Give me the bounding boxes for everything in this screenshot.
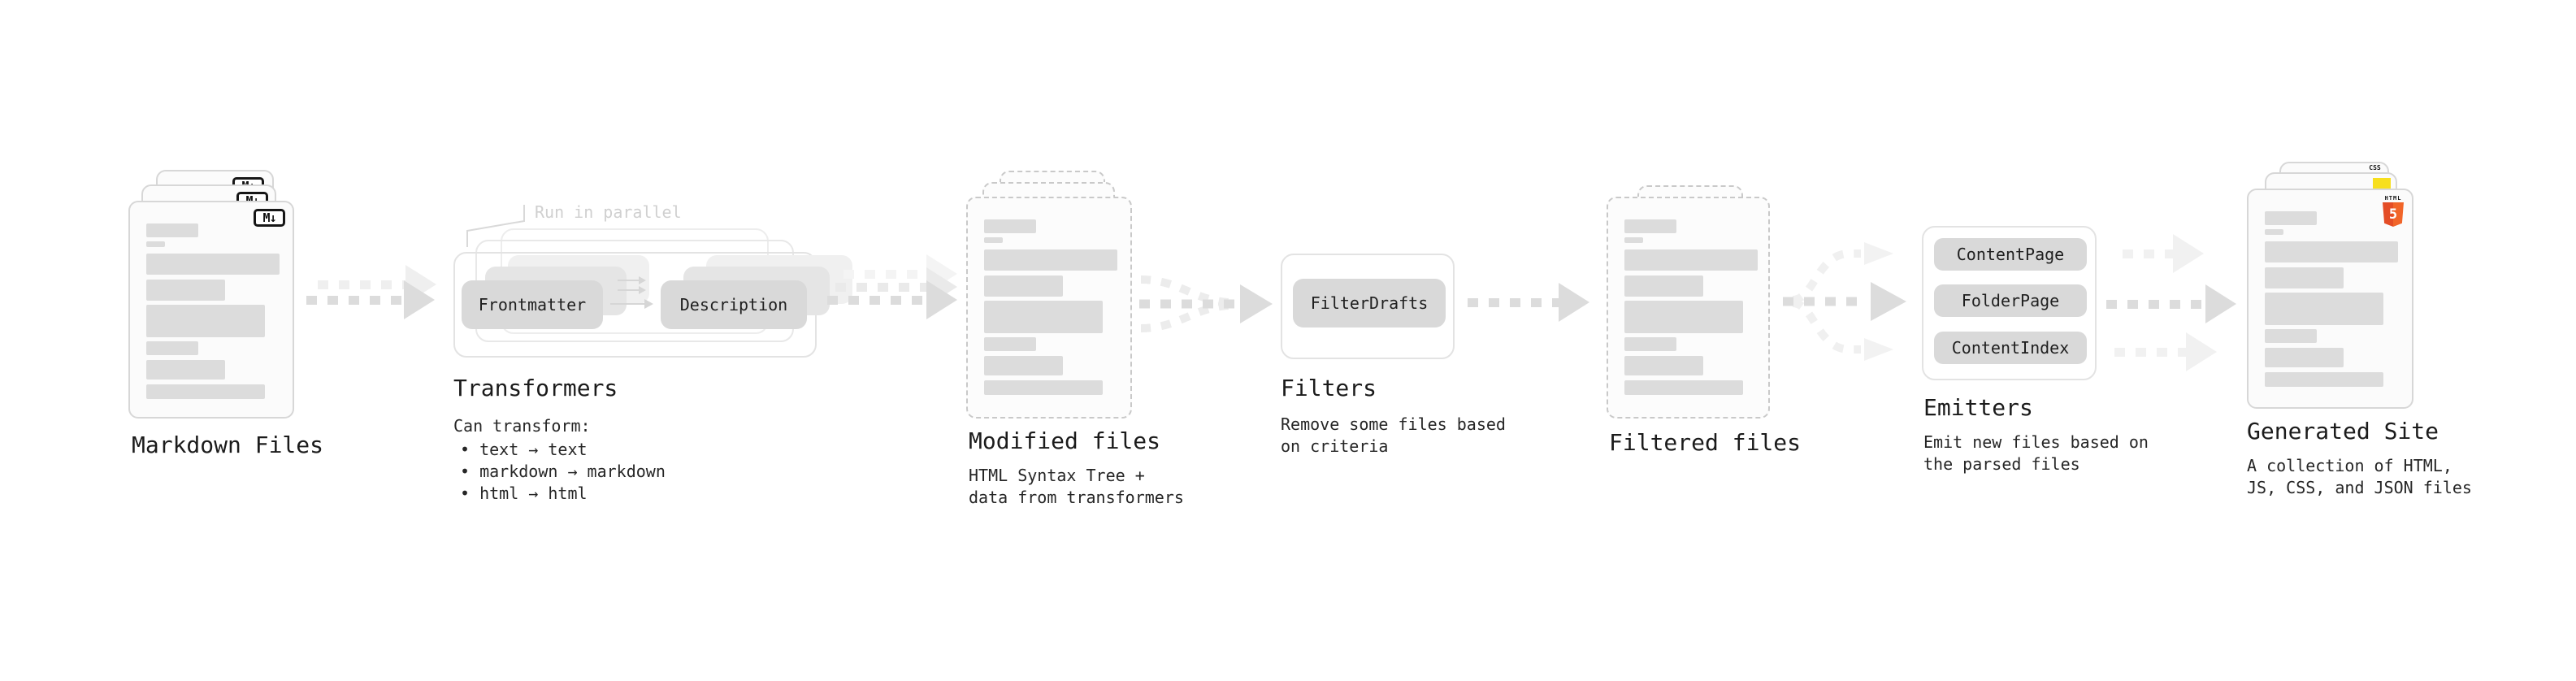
arrow-transformers-to-modified <box>827 280 957 319</box>
arrow-emitters-to-site-middle <box>2106 284 2236 323</box>
css-icon-label: CSS <box>2369 164 2381 171</box>
html5-icon: HTML 5 <box>2383 195 2404 227</box>
stage-title-transformers: Transformers <box>453 375 618 401</box>
description-chip: Description <box>661 280 807 329</box>
text-line-placeholder <box>2265 329 2317 343</box>
filters-subtitle: Remove some files based on criteria <box>1281 414 1506 458</box>
markdown-icon: M↓ <box>254 209 285 227</box>
text-line-placeholder <box>1624 380 1743 395</box>
document-front: M↓ <box>128 201 294 419</box>
text-line-placeholder <box>1624 237 1643 243</box>
text-line-placeholder <box>2265 348 2344 367</box>
stage-title-filters: Filters <box>1281 375 1377 401</box>
bullet-item: • text → text <box>460 440 588 459</box>
document-front <box>1607 197 1770 419</box>
text-line-placeholder <box>1624 356 1703 375</box>
transform-mini-arrows <box>610 276 653 309</box>
text-line-placeholder <box>2265 293 2383 325</box>
text-line-placeholder <box>2265 229 2283 235</box>
text-line-placeholder <box>984 301 1103 333</box>
text-line-placeholder <box>1624 275 1703 297</box>
subtitle-line: JS, CSS, and JSON files <box>2247 478 2472 497</box>
text-line-placeholder <box>1624 337 1676 351</box>
document-content-placeholder <box>2265 211 2398 387</box>
arrow-emitters-to-site-bottom <box>2114 332 2217 371</box>
text-line-placeholder <box>1624 219 1676 233</box>
text-line-placeholder <box>146 384 265 399</box>
text-line-placeholder <box>1624 301 1743 333</box>
text-line-placeholder <box>146 360 225 380</box>
arrow-filters-to-filtered <box>1468 283 1589 322</box>
text-line-placeholder <box>984 356 1063 375</box>
frontmatter-chip: Frontmatter <box>462 280 603 329</box>
arrow-emitters-to-site-top <box>2123 234 2204 273</box>
arrow-filtered-to-emitters <box>1783 242 1906 361</box>
html5-icon-numeral: 5 <box>2388 206 2398 223</box>
text-line-placeholder <box>984 237 1003 243</box>
filterdrafts-chip: FilterDrafts <box>1293 279 1446 327</box>
document-front <box>966 197 1132 419</box>
html5-icon-word: HTML <box>2384 195 2402 202</box>
text-line-placeholder <box>984 219 1036 233</box>
text-line-placeholder <box>146 223 198 237</box>
subtitle-line: data from transformers <box>969 488 1184 507</box>
subtitle-line: Emit new files based on <box>1923 432 2149 452</box>
stage-title-modified-files: Modified files <box>969 427 1161 454</box>
stage-title-filtered-files: Filtered files <box>1609 429 1802 456</box>
subtitle-line: HTML Syntax Tree + <box>969 466 1145 485</box>
subtitle-line: A collection of HTML, <box>2247 456 2452 475</box>
text-line-placeholder <box>1624 249 1758 271</box>
contentindex-chip: ContentIndex <box>1934 332 2087 364</box>
text-line-placeholder <box>146 305 265 337</box>
js-icon <box>2373 178 2391 189</box>
run-in-parallel-note: Run in parallel <box>535 202 682 222</box>
text-line-placeholder <box>984 380 1103 395</box>
document-front: HTML 5 <box>2247 189 2413 409</box>
stage-title-generated-site: Generated Site <box>2247 418 2439 445</box>
document-content-placeholder <box>146 223 280 399</box>
text-line-placeholder <box>2265 241 2398 262</box>
transformers-bullets: • text → text • markdown → markdown • ht… <box>460 439 666 505</box>
subtitle-line: Remove some files based <box>1281 414 1506 434</box>
folderpage-chip: FolderPage <box>1934 284 2087 317</box>
stage-title-emitters: Emitters <box>1923 394 2033 421</box>
stage-title-markdown-files: Markdown Files <box>132 432 324 458</box>
note-leader-line <box>466 205 525 247</box>
document-content-placeholder <box>1624 219 1758 395</box>
text-line-placeholder <box>984 249 1117 271</box>
generated-site-subtitle: A collection of HTML, JS, CSS, and JSON … <box>2247 455 2472 499</box>
text-line-placeholder <box>146 341 198 355</box>
bullet-item: • markdown → markdown <box>460 462 666 481</box>
text-line-placeholder <box>146 241 165 247</box>
bullet-item: • html → html <box>460 484 588 503</box>
document-content-placeholder <box>984 219 1117 395</box>
text-line-placeholder <box>2265 372 2383 387</box>
subtitle-line: the parsed files <box>1923 454 2080 474</box>
transformers-heading: Can transform: <box>453 416 591 436</box>
arrow-modified-to-filters <box>1139 275 1273 332</box>
contentpage-chip: ContentPage <box>1934 238 2087 271</box>
text-line-placeholder <box>2265 267 2344 288</box>
subtitle-line: on criteria <box>1281 436 1389 456</box>
text-line-placeholder <box>2265 211 2317 225</box>
text-line-placeholder <box>984 337 1036 351</box>
text-line-placeholder <box>146 254 280 275</box>
html5-icon-shield: 5 <box>2383 202 2404 227</box>
text-line-placeholder <box>146 280 225 301</box>
emitters-subtitle: Emit new files based on the parsed files <box>1923 432 2149 475</box>
text-line-placeholder <box>984 275 1063 297</box>
arrow-md-to-transformers <box>306 280 435 319</box>
modified-files-subtitle: HTML Syntax Tree + data from transformer… <box>969 465 1184 509</box>
